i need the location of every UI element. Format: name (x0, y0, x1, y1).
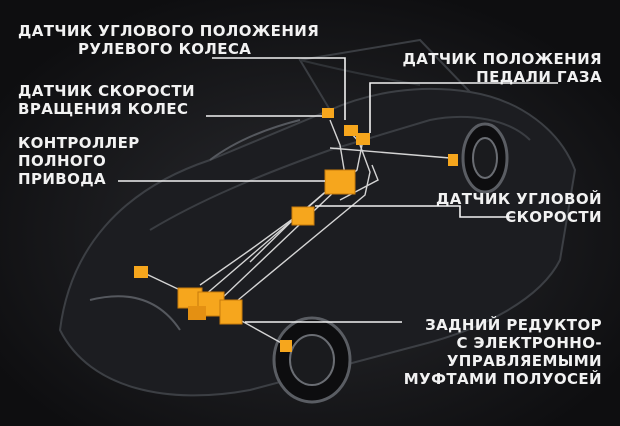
label-line: ДАТЧИК СКОРОСТИ (18, 82, 195, 100)
label-line: СКОРОСТИ (505, 208, 602, 226)
label-line: УПРАВЛЯЕМЫМИ (446, 352, 602, 370)
wheel-front-right (461, 122, 509, 194)
leader-lines (118, 57, 558, 323)
label-steering-angle-sensor: ДАТЧИК УГЛОВОГО ПОЛОЖЕНИЯ РУЛЕВОГО КОЛЕС… (18, 22, 319, 58)
wheel-speed-sensor-unit (344, 125, 358, 136)
label-rear-differential: ЗАДНИЙ РЕДУКТОР С ЭЛЕКТРОННО- УПРАВЛЯЕМЫ… (404, 316, 602, 388)
label-line: МУФТАМИ ПОЛУОСЕЙ (403, 370, 602, 388)
pedal-position-sensor-unit (356, 133, 370, 145)
label-line: ДАТЧИК УГЛОВОЙ (435, 190, 602, 208)
label-line: ПЕДАЛИ ГАЗА (476, 68, 602, 86)
label-awd-controller: КОНТРОЛЛЕР ПОЛНОГО ПРИВОДА (18, 134, 140, 188)
label-line: ЗАДНИЙ РЕДУКТОР (425, 316, 602, 334)
front-wheel-speed-sensor (448, 154, 458, 166)
label-line: ПОЛНОГО (18, 152, 107, 170)
yaw-rate-sensor-unit (291, 206, 315, 226)
label-line: КОНТРОЛЛЕР (18, 134, 140, 152)
components (134, 108, 458, 352)
rear-right-wheel-speed-sensor (280, 340, 292, 352)
label-line: ДАТЧИК ПОЛОЖЕНИЯ (402, 50, 602, 68)
label-line: ВРАЩЕНИЯ КОЛЕС (18, 100, 189, 118)
label-line: С ЭЛЕКТРОННО- (456, 334, 602, 352)
label-yaw-rate-sensor: ДАТЧИК УГЛОВОЙ СКОРОСТИ (436, 190, 602, 226)
rear-left-wheel-speed-sensor (134, 266, 148, 278)
wheel-rear-right (272, 316, 352, 404)
label-line: ПРИВОДА (18, 170, 107, 188)
label-line: РУЛЕВОГО КОЛЕСА (78, 40, 252, 58)
steering-angle-sensor-unit (322, 108, 334, 118)
rear-differential-unit (177, 287, 243, 325)
label-line: ДАТЧИК УГЛОВОГО ПОЛОЖЕНИЯ (18, 22, 320, 40)
label-wheel-speed-sensor: ДАТЧИК СКОРОСТИ ВРАЩЕНИЯ КОЛЕС (18, 82, 195, 118)
label-pedal-position-sensor: ДАТЧИК ПОЛОЖЕНИЯ ПЕДАЛИ ГАЗА (402, 50, 602, 86)
awd-controller-unit (324, 169, 356, 195)
